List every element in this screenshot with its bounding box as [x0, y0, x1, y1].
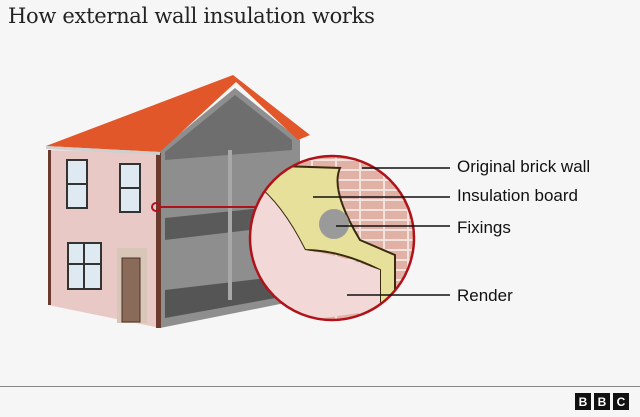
footer-divider	[0, 386, 640, 387]
bbc-logo: B B C	[575, 393, 629, 410]
label-original-brick-wall: Original brick wall	[457, 157, 591, 176]
house-roof	[46, 75, 310, 152]
wall-cross-section	[250, 156, 414, 320]
label-fixings: Fixings	[457, 218, 511, 237]
page-title: How external wall insulation works	[8, 4, 375, 28]
logo-letter: B	[575, 393, 591, 410]
logo-letter: B	[594, 393, 610, 410]
label-render: Render	[457, 286, 513, 305]
label-insulation-board: Insulation board	[457, 186, 578, 205]
fixing	[319, 209, 349, 239]
logo-letter: C	[613, 393, 629, 410]
